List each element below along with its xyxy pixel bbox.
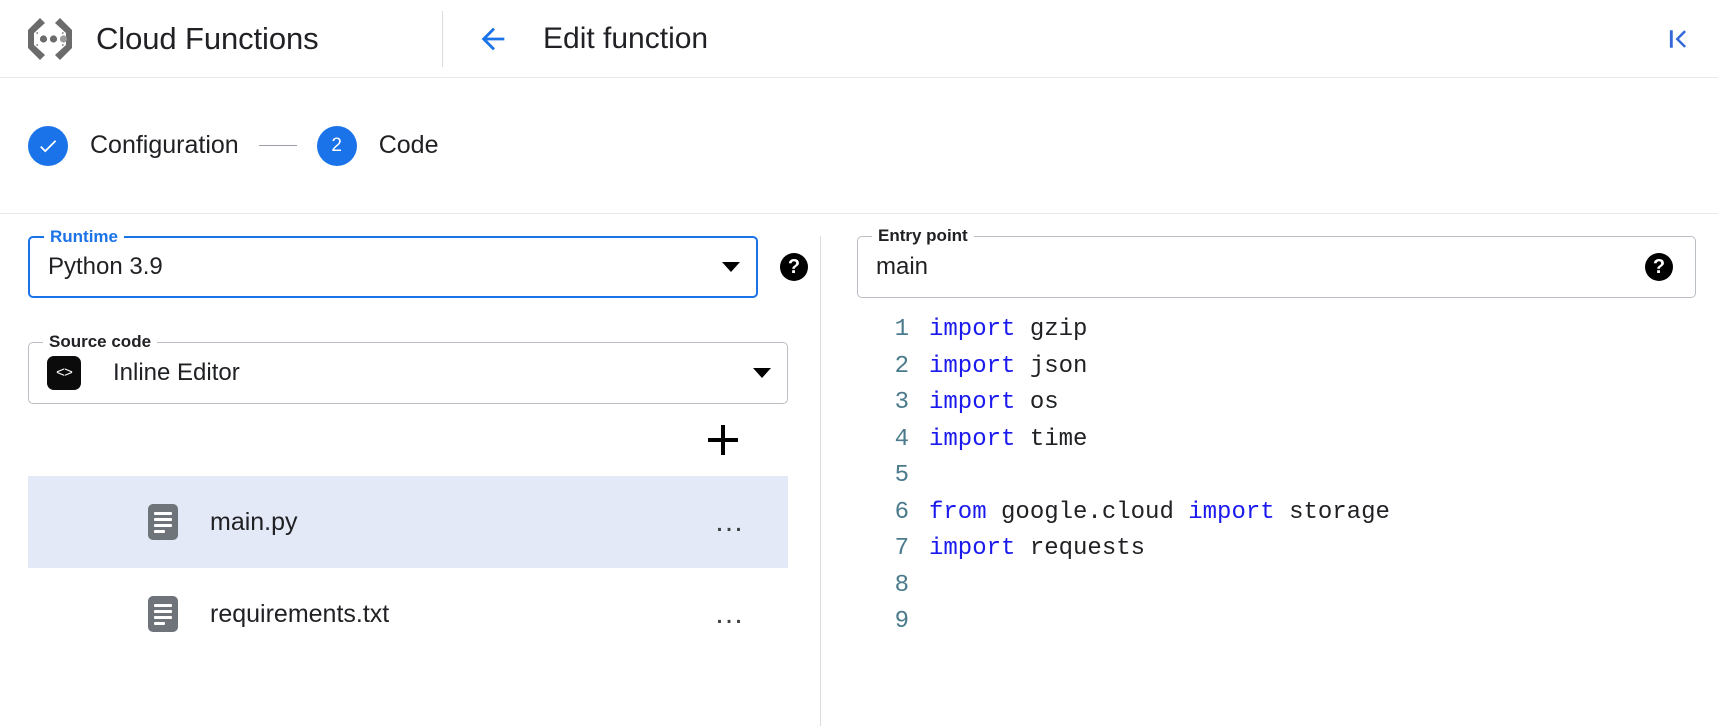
file-list-item-requirements-txt[interactable]: requirements.txt … [28,568,788,660]
left-panel: Runtime Python 3.9 ? Source code <> Inli… [0,227,820,726]
file-more-options-button[interactable]: … [714,597,746,630]
chevron-down-icon[interactable] [753,368,771,378]
runtime-help-icon[interactable]: ? [780,253,808,281]
file-name: requirements.txt [210,599,390,628]
code-editor[interactable]: 1 import gzip 2 import json 3 import os 4 impor… [821,298,1718,726]
code-line-text[interactable] [929,458,943,495]
code-line: 5 [821,458,1718,495]
step-configuration[interactable]: Configuration [28,125,239,166]
code-identifier: os [1015,389,1059,416]
entry-point-input[interactable]: Entry point main ? [857,226,1696,298]
runtime-select[interactable]: Runtime Python 3.9 [28,227,758,298]
top-app-bar: Cloud Functions Edit function [0,0,1718,78]
code-line-text[interactable]: import gzip [929,312,1087,349]
content-area: Runtime Python 3.9 ? Source code <> Inli… [0,214,1718,726]
step-code-label: Code [378,131,439,159]
check-icon [40,139,57,152]
file-list-item-main-py[interactable]: main.py … [28,476,788,568]
step-configuration-marker [28,125,68,166]
arrow-left-icon [481,27,505,50]
code-line-text[interactable]: from google.cloud import storage [929,495,1390,532]
code-line: 9 [821,604,1718,641]
wizard-stepper: Configuration 2 Code [0,78,1718,214]
line-number: 8 [894,571,909,599]
page-title: Edit function [543,21,709,55]
runtime-row: Runtime Python 3.9 ? [28,227,830,298]
file-toolbar [28,404,788,476]
runtime-value: Python 3.9 [48,253,163,280]
cloud-functions-braces-icon [28,17,72,60]
code-identifier: json [1015,352,1088,380]
code-keyword: from [929,498,987,526]
code-identifier: requests [1015,535,1146,562]
code-keyword: import [929,352,1016,380]
file-name: main.py [210,507,298,536]
entry-point-label: Entry point [872,226,974,246]
appbar-divider [442,10,443,67]
code-line-text[interactable] [929,568,943,605]
code-identifier: time [1015,425,1088,453]
code-line-text[interactable] [929,604,943,641]
code-keyword: import [929,535,1016,562]
line-number: 2 [894,352,909,380]
brand[interactable]: Cloud Functions [0,16,440,62]
code-keyword: import [929,389,1016,416]
add-file-button[interactable] [704,421,742,459]
step-configuration-label: Configuration [90,131,239,159]
source-code-label: Source code [43,332,158,352]
entry-point-row: Entry point main ? [821,226,1718,298]
step-code[interactable]: 2 Code [316,125,439,166]
code-keyword: import [929,316,1016,343]
brand-title: Cloud Functions [96,20,319,56]
collapse-panel-button[interactable] [1656,17,1700,61]
code-brackets-icon: <> [47,356,81,390]
code-line: 4 import time [821,422,1718,459]
code-identifier: storage [1274,498,1390,526]
code-line: 3 import os [821,385,1718,422]
step-connector [258,145,297,146]
line-number: 3 [894,389,909,416]
file-description-icon [148,504,178,540]
first-page-collapse-icon [1669,29,1686,48]
entry-point-value[interactable]: main [876,253,929,280]
right-panel: Entry point main ? 1 import gzip 2 import j… [820,226,1718,726]
code-identifier: gzip [1015,316,1088,343]
chevron-down-icon[interactable] [722,262,740,272]
code-line: 8 [821,568,1718,605]
runtime-label: Runtime [44,227,124,247]
line-number: 6 [894,498,909,526]
code-keyword: import [1188,498,1275,526]
code-line-text[interactable]: import json [929,349,1087,386]
entry-point-help-icon[interactable]: ? [1645,253,1673,281]
file-description-icon [148,596,178,632]
line-number: 1 [894,316,909,343]
code-line-text[interactable]: import requests [929,531,1145,568]
step-code-marker: 2 [316,125,357,166]
code-identifier: google.cloud [986,498,1189,526]
line-number: 5 [894,462,909,489]
code-line: 6 from google.cloud import storage [821,495,1718,532]
source-code-value: Inline Editor [113,359,240,386]
code-line: 7 import requests [821,531,1718,568]
code-line: 1 import gzip [821,312,1718,349]
code-line-text[interactable]: import os [929,385,1059,422]
code-keyword: import [929,425,1016,453]
line-number: 4 [894,425,909,453]
line-number: 9 [894,608,909,635]
line-number: 7 [894,535,909,562]
source-code-select[interactable]: Source code <> Inline Editor [28,332,788,404]
code-line: 2 import json [821,349,1718,386]
back-button[interactable] [465,11,521,67]
code-line-text[interactable]: import time [929,422,1087,459]
file-more-options-button[interactable]: … [714,505,746,538]
